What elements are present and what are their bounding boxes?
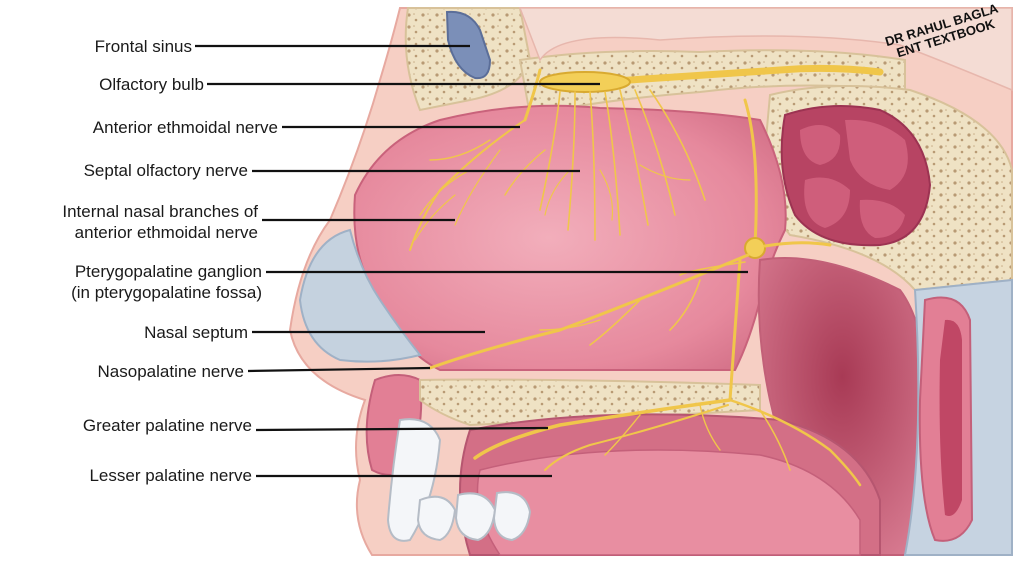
label-line: (in pterygopalatine fossa) (71, 283, 262, 302)
label-line: anterior ethmoidal nerve (74, 223, 258, 242)
lesser-palatine-nerve-line (544, 404, 729, 471)
incisor (386, 418, 442, 542)
leader-lines (195, 44, 748, 478)
sphenoid-sinus-cell-3 (804, 177, 850, 228)
label-anterior-ethmoidal-nerve: Anterior ethmoidal nerve (93, 117, 278, 138)
tooth-2 (454, 492, 497, 542)
label-nasopalatine-nerve: Nasopalatine nerve (98, 361, 244, 382)
label-line: Septal olfactory nerve (83, 161, 248, 180)
label-line: Greater palatine nerve (82, 416, 252, 435)
tooth-3 (492, 491, 532, 542)
label-line: Olfactory bulb (99, 75, 204, 94)
brain-region (518, 7, 1013, 92)
sphenoid-sinus-cell-2 (845, 119, 908, 190)
label-line: Lesser palatine nerve (89, 466, 252, 485)
sphenoid-sinus-cell-1 (800, 125, 841, 165)
nasal-septum-shape (353, 104, 787, 371)
label-line: Anterior ethmoidal nerve (92, 118, 278, 137)
label-nasal-septum: Nasal septum (144, 322, 248, 343)
greater-palatine-nerve-line (473, 398, 732, 460)
label-line: Pterygopalatine ganglion (74, 262, 262, 281)
nerves (409, 64, 884, 487)
anterior-ethmoidal-nerve-line (523, 68, 542, 122)
label-line: Nasopalatine nerve (97, 362, 244, 381)
label-line: Frontal sinus (94, 37, 192, 56)
label-line: Internal nasal branches of (62, 202, 258, 221)
nasal-cartilage (298, 228, 422, 363)
olfactory-bulb-shape (539, 71, 631, 93)
label-internal-nasal-branches: Internal nasal branches of anterior ethm… (62, 201, 258, 243)
olfactory-tract (596, 64, 884, 86)
vertebra-inner (939, 319, 962, 516)
label-lesser-palatine-nerve: Lesser palatine nerve (89, 465, 252, 486)
label-olfactory-bulb: Olfactory bulb (99, 74, 204, 95)
label-greater-palatine-nerve: Greater palatine nerve (83, 415, 252, 436)
label-frontal-sinus: Frontal sinus (95, 36, 192, 57)
tooth-1 (416, 495, 457, 542)
pterygopalatine-ganglion-shape (744, 237, 766, 259)
label-pterygopalatine-ganglion: Pterygopalatine ganglion (in pterygopala… (71, 261, 262, 303)
label-line: Nasal septum (144, 323, 248, 342)
sphenoid-sinus-cell-4 (859, 199, 905, 238)
label-septal-olfactory-nerve: Septal olfactory nerve (84, 160, 248, 181)
